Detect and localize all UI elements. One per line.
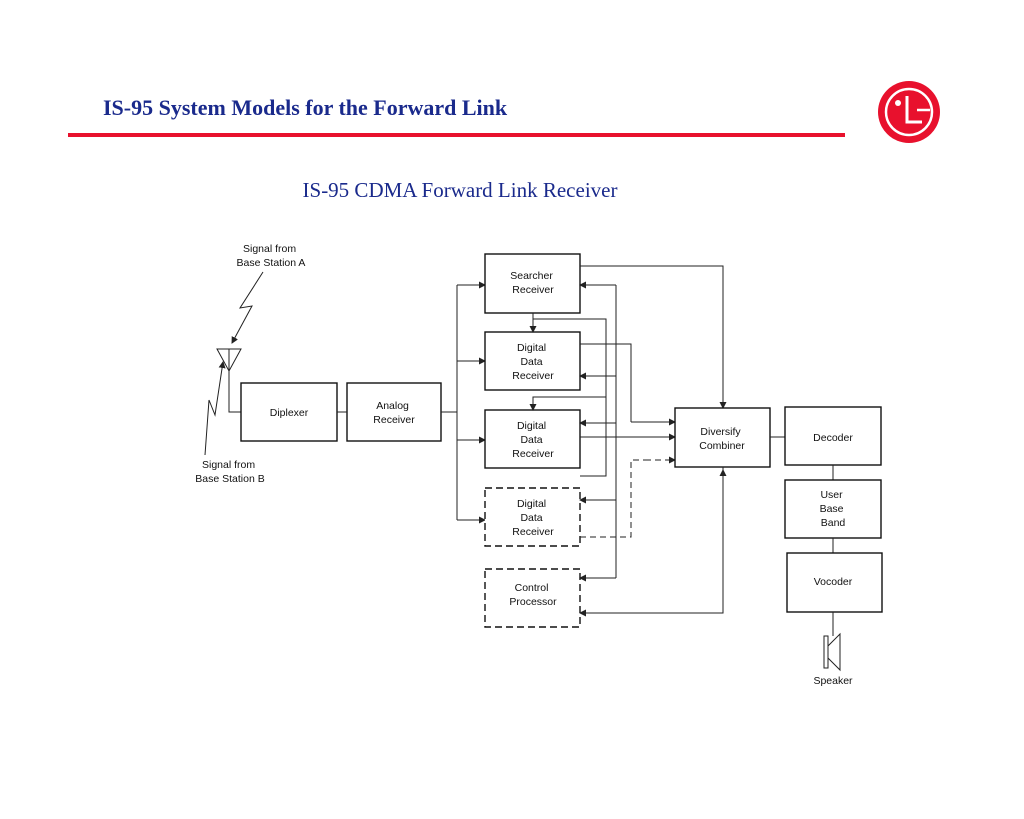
digital-data-receiver-3-box [484, 487, 581, 547]
diagram-subtitle: IS-95 CDMA Forward Link Receiver [302, 178, 618, 202]
speaker-label: Speaker [813, 675, 853, 687]
searcher-receiver-label: Searcher Receiver [510, 270, 556, 296]
signal-a-bolt [231, 271, 264, 344]
decoder-box [784, 406, 882, 466]
digital-data-receiver-1-label: Digital Data Receiver [512, 342, 554, 382]
title-rule [68, 133, 845, 137]
analog-receiver-label: Analog Receiver [373, 400, 415, 426]
speaker-icon [823, 632, 841, 672]
antenna-icon [216, 348, 242, 413]
signal-b-label: Signal from Base Station B [195, 459, 264, 485]
vocoder-label: Vocoder [814, 576, 853, 588]
lg-logo [878, 81, 940, 143]
diplexer-box [240, 382, 338, 442]
user-base-band-label: User Base Band [820, 489, 847, 529]
diplexer-label: Diplexer [270, 407, 309, 419]
vocoder-box [786, 552, 883, 613]
user-base-band-box [784, 479, 882, 539]
slide-title: IS-95 System Models for the Forward Link [103, 95, 508, 120]
decoder-label: Decoder [813, 432, 853, 444]
digital-data-receiver-3-label: Digital Data Receiver [512, 498, 554, 538]
searcher-receiver-box [484, 253, 581, 314]
digital-data-receiver-1-box [484, 331, 581, 391]
diversity-combiner-label: Diversify Combiner [699, 426, 745, 452]
analog-receiver-box [346, 382, 442, 442]
control-processor-label: Control Processor [509, 582, 557, 608]
signal-b-bolt [204, 361, 226, 456]
control-processor-box [484, 568, 581, 628]
signal-a-label: Signal from Base Station A [237, 243, 306, 269]
diversity-combiner-box [674, 407, 771, 468]
digital-data-receiver-2-label: Digital Data Receiver [512, 420, 554, 460]
digital-data-receiver-2-box [484, 409, 581, 469]
